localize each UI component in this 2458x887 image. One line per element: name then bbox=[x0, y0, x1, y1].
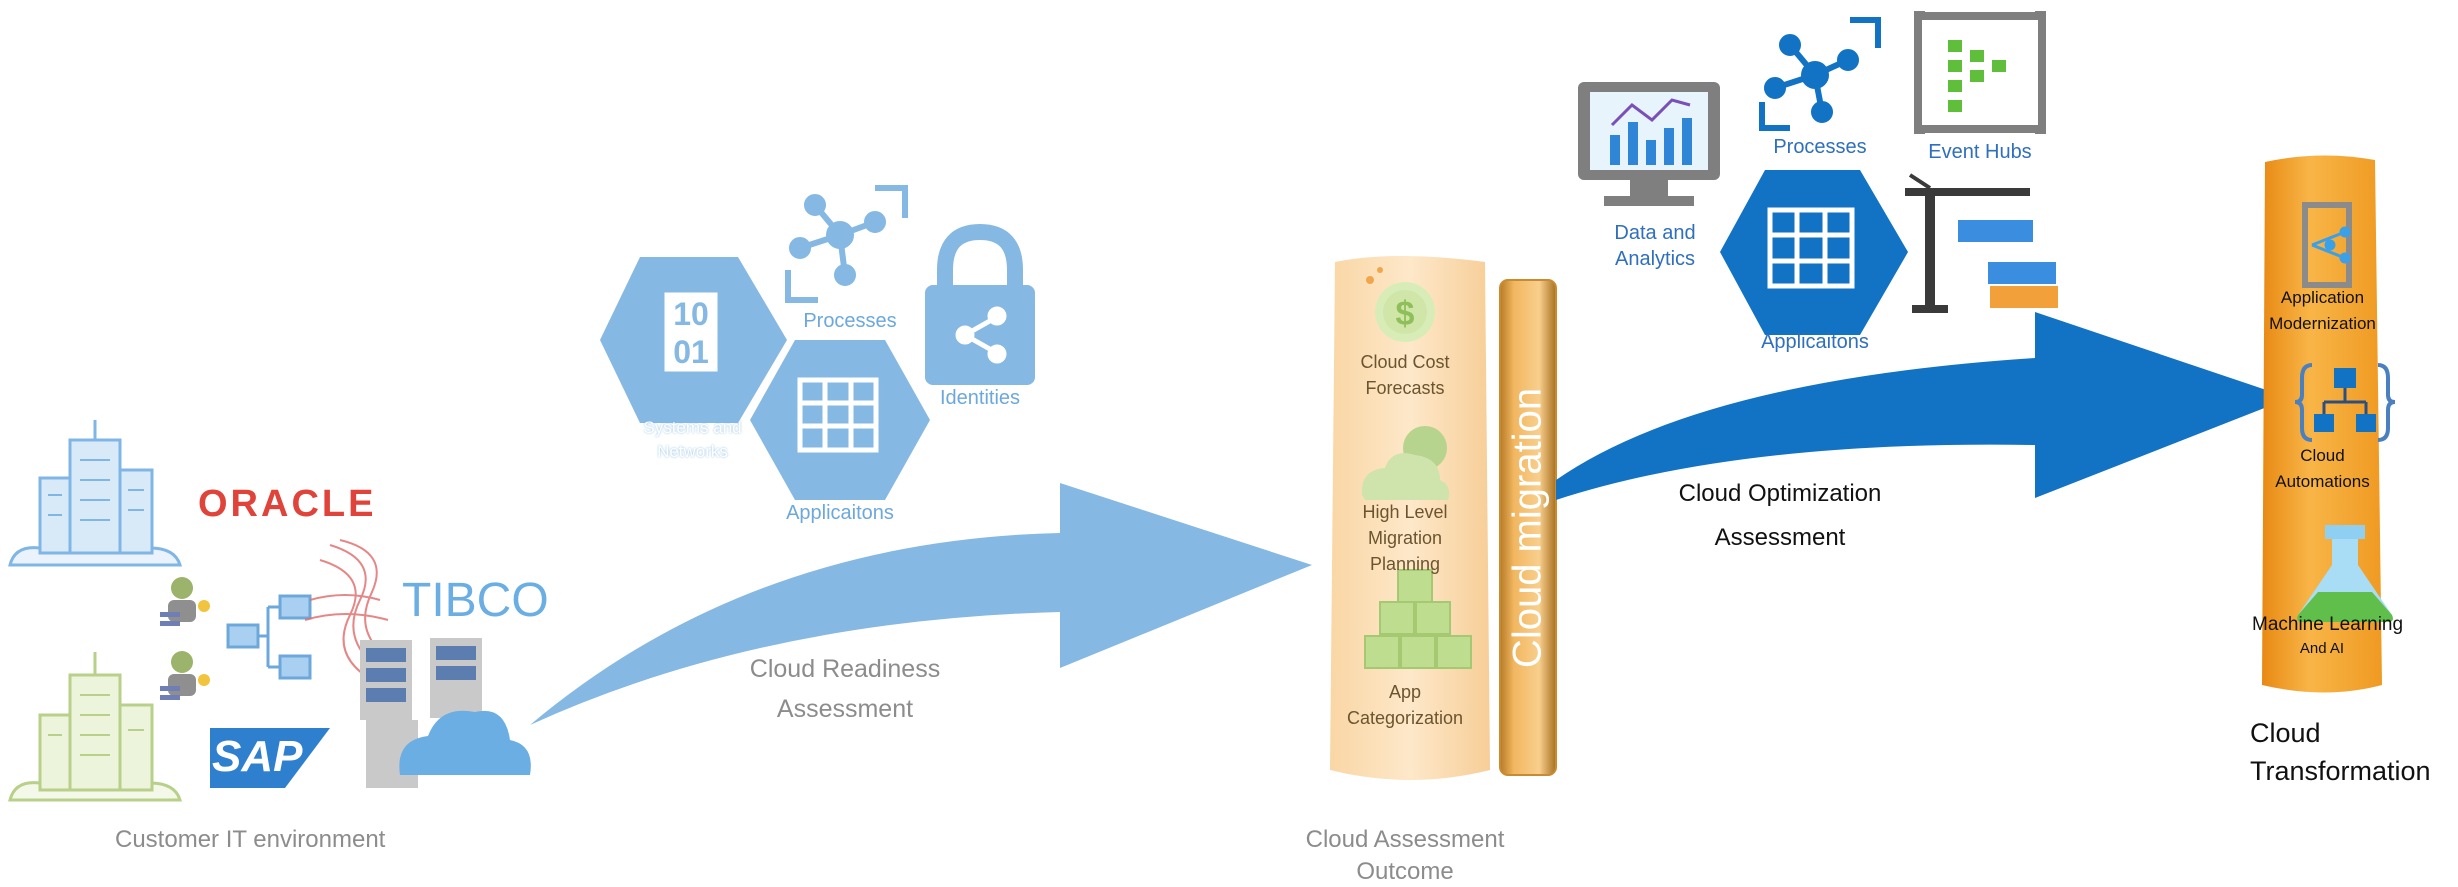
app-modernization-icon bbox=[2302, 202, 2352, 288]
identities-label: Identities bbox=[939, 387, 1021, 409]
event-hubs-icon bbox=[1914, 11, 2046, 134]
app-categorization-label-1: App bbox=[1388, 682, 1422, 702]
processes-icon bbox=[785, 185, 908, 303]
oracle-logo: ORACLE bbox=[198, 483, 377, 525]
flask-icon bbox=[2297, 525, 2393, 622]
sap-logo-text: SAP bbox=[212, 732, 303, 781]
grid-icon-dark bbox=[1767, 207, 1855, 289]
systems-label-1: Systems and bbox=[643, 418, 742, 437]
assessment-caption-1: Cloud Assessment bbox=[1305, 826, 1505, 853]
ml-ai-label-1: Machine Learning bbox=[2252, 614, 2404, 635]
processes-label-dark: Processes bbox=[1773, 136, 1867, 158]
applications-hexagon bbox=[750, 340, 930, 500]
migration-planning-label-1: High Level bbox=[1362, 502, 1448, 522]
systems-icon-text-1: 10 bbox=[673, 296, 709, 332]
dollar-icon: $ bbox=[1366, 267, 1435, 342]
cubes-icon bbox=[1364, 569, 1472, 669]
data-analytics-label-2: Analytics bbox=[1614, 248, 1696, 270]
grid-icon bbox=[797, 377, 879, 453]
systems-icon-box bbox=[664, 292, 718, 372]
sap-logo bbox=[210, 728, 330, 788]
lock-icon bbox=[925, 223, 1035, 385]
cloud-weather-icon bbox=[1361, 426, 1449, 500]
applications-label-dark: Applicaitons bbox=[1761, 331, 1869, 353]
automation-icon bbox=[2294, 363, 2396, 442]
user-key-icon bbox=[160, 577, 210, 626]
cost-forecast-label-2: Forecasts bbox=[1365, 378, 1445, 398]
building-icon-top bbox=[8, 420, 183, 567]
readiness-label-2: Assessment bbox=[776, 695, 914, 723]
event-hubs-label: Event Hubs bbox=[1928, 141, 2032, 163]
tibco-logo: TIBCO bbox=[402, 574, 549, 627]
migration-bar-label: Cloud migration bbox=[1505, 387, 1550, 669]
server-icon bbox=[360, 638, 482, 788]
cloud-icon bbox=[399, 710, 531, 775]
monitor-chart-icon bbox=[1578, 82, 1720, 206]
processes-label: Processes bbox=[803, 310, 897, 332]
cloud-automations-label-1: Cloud bbox=[2300, 446, 2345, 465]
migration-planning-label-3: Planning bbox=[1369, 554, 1441, 574]
svg-text:$: $ bbox=[1396, 295, 1415, 333]
optimization-arrow bbox=[1556, 312, 2290, 500]
cloud-automations-label-2: Automations bbox=[2275, 472, 2370, 491]
migration-planning-label-2: Migration bbox=[1367, 528, 1443, 548]
transformation-caption-1: Cloud bbox=[2250, 718, 2321, 748]
assessment-caption-2: Outcome bbox=[1356, 858, 1454, 885]
transformation-caption-2: Transformation bbox=[2250, 756, 2431, 786]
optimization-label-1: Cloud Optimization bbox=[1678, 480, 1882, 507]
app-modernization-label-1: Application bbox=[2280, 288, 2365, 307]
applications-label: Applicaitons bbox=[786, 502, 894, 524]
systems-label-2: Networks bbox=[657, 442, 728, 461]
migration-bar bbox=[1499, 279, 1557, 776]
user-key-icon bbox=[160, 651, 210, 700]
app-modernization-label-2: Modernization bbox=[2269, 314, 2376, 333]
crane-icon bbox=[1905, 173, 2058, 313]
data-analytics-label-1: Data and bbox=[1614, 222, 1696, 244]
readiness-arrow bbox=[530, 483, 1312, 725]
app-categorization-label-2: Categorization bbox=[1346, 708, 1464, 728]
readiness-label-1: Cloud Readiness bbox=[749, 655, 941, 683]
building-icon-bottom bbox=[8, 652, 183, 802]
workflow-icon bbox=[226, 594, 312, 680]
cost-forecast-label-1: Cloud Cost bbox=[1360, 352, 1450, 372]
optimization-label-2: Assessment bbox=[1714, 524, 1846, 551]
applications-hexagon-dark bbox=[1720, 170, 1908, 335]
customer-it-caption: Customer IT environment bbox=[115, 826, 386, 853]
ml-ai-label-2: And AI bbox=[2299, 640, 2345, 657]
systems-icon-text-2: 01 bbox=[673, 334, 709, 370]
processes-icon-dark bbox=[1759, 17, 1881, 131]
